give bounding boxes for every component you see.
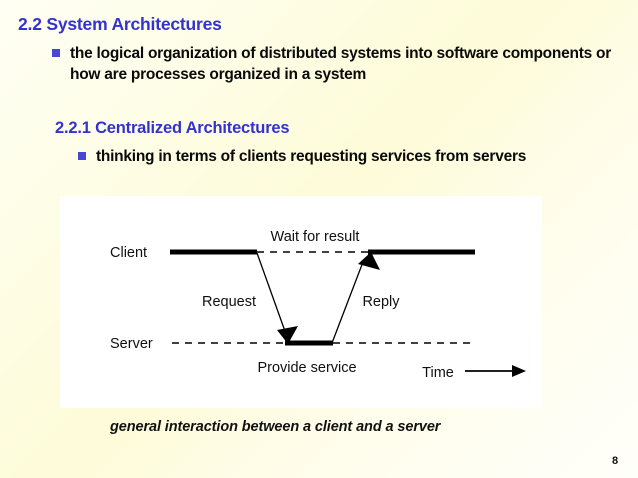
provide-service-label: Provide service bbox=[257, 360, 356, 376]
reply-arrow-shaft bbox=[331, 261, 364, 344]
wait-for-result-label: Wait for result bbox=[271, 229, 360, 245]
request-arrow-head bbox=[277, 326, 298, 344]
reply-label: Reply bbox=[362, 294, 400, 310]
page-title: 2.2 System Architectures bbox=[18, 14, 222, 34]
request-message-arrow bbox=[256, 252, 298, 344]
reply-message-arrow bbox=[331, 252, 380, 344]
bullet-item-section-label: the logical organization of distributed … bbox=[70, 45, 612, 83]
reply-arrow-head bbox=[358, 252, 380, 270]
request-label: Request bbox=[202, 294, 256, 310]
bullet-item-section: the logical organization of distributed … bbox=[52, 43, 622, 85]
client-label: Client bbox=[110, 245, 147, 261]
sequence-diagram-svg: Client Server Wait for result Request Re… bbox=[110, 229, 526, 381]
time-label: Time bbox=[422, 365, 454, 381]
page-number: 8 bbox=[612, 455, 619, 467]
request-arrow-shaft bbox=[256, 252, 287, 335]
subsection-title: 2.2.1 Centralized Architectures bbox=[55, 119, 290, 137]
time-arrow-head bbox=[512, 365, 526, 377]
square-bullet-icon bbox=[52, 49, 60, 57]
client-server-interaction-figure: Client Server Wait for result Request Re… bbox=[60, 196, 542, 408]
bullet-item-subsection-label: thinking in terms of clients requesting … bbox=[96, 148, 527, 165]
server-label: Server bbox=[110, 336, 153, 352]
square-bullet-icon bbox=[78, 152, 86, 160]
bullet-item-subsection: thinking in terms of clients requesting … bbox=[78, 146, 623, 167]
figure-caption: general interaction between a client and… bbox=[110, 419, 441, 435]
time-axis-arrow bbox=[465, 365, 526, 377]
